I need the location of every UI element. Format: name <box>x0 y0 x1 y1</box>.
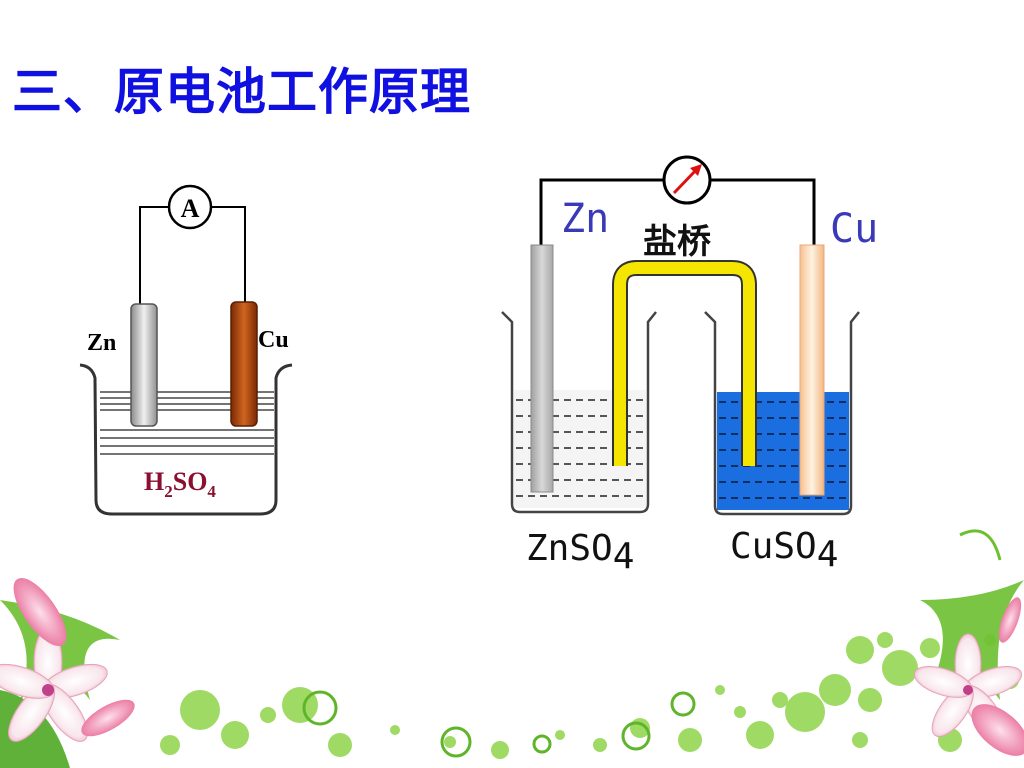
simple-cell-diagram: A Zn C <box>79 184 293 516</box>
salt-bridge-label: 盐桥 <box>643 222 711 262</box>
leaf-icons <box>302 690 696 758</box>
zinc-rod <box>530 244 554 493</box>
floral-decoration <box>0 529 1024 768</box>
electrolyte-formula: H2SO4 <box>144 467 216 501</box>
copper-rod <box>799 244 825 496</box>
cuso4-label: CuSO4 <box>730 526 838 575</box>
salt-bridge <box>612 260 757 466</box>
cu-label: Cu <box>258 327 289 353</box>
ammeter-label: A <box>181 194 200 223</box>
lily-flower-icon <box>913 529 1024 756</box>
ammeter-icon: A <box>167 184 213 230</box>
salt-bridge-cell-diagram: Zn Cu 盐桥 ZnSO4 CuSO4 <box>501 155 878 577</box>
green-dots-icon <box>160 632 1019 759</box>
solution-lines <box>719 401 847 499</box>
galvanometer-icon <box>662 155 712 205</box>
cuso4-beaker <box>704 311 860 516</box>
lily-flower-icon <box>0 577 135 768</box>
cu-label: Cu <box>830 206 878 252</box>
slide-title: 三、原电池工作原理 <box>12 63 471 121</box>
znso4-label: ZnSO4 <box>526 528 634 577</box>
zn-label: Zn <box>87 330 116 356</box>
zn-label: Zn <box>561 196 609 242</box>
znso4-beaker <box>501 311 657 514</box>
zinc-electrode <box>130 303 158 427</box>
external-wire <box>539 178 816 245</box>
copper-electrode <box>230 301 258 427</box>
external-wire <box>139 206 246 305</box>
solution-lines <box>516 399 644 497</box>
